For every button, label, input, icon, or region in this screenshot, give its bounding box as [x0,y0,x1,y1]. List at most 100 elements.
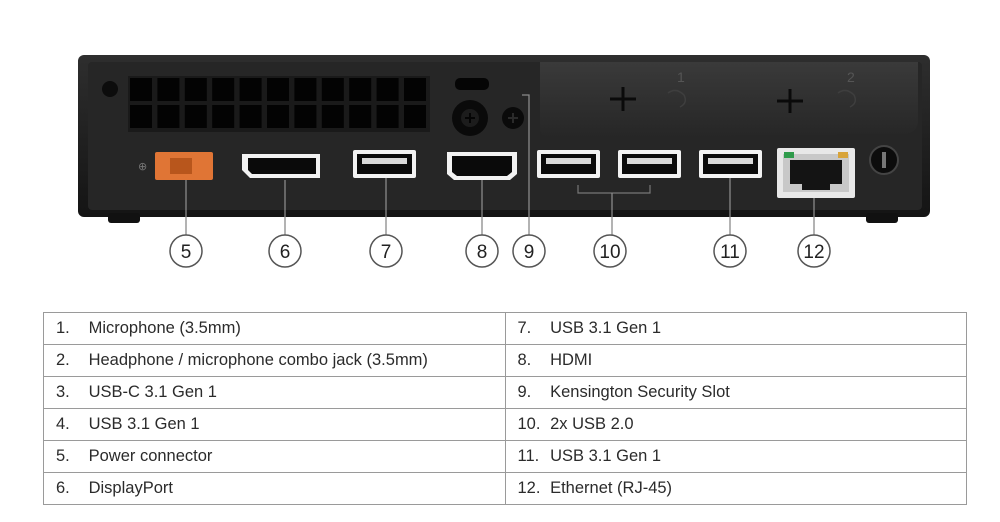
callout-number: 11 [720,242,740,263]
item-label: DisplayPort [88,479,173,497]
item-label: Microphone (3.5mm) [88,319,241,337]
item-number: 2. [56,351,70,369]
vent-cells [130,78,426,128]
item-label: HDMI [550,351,593,369]
vent-slot [294,78,317,101]
vent-slot [184,105,207,128]
usb-2-bracket [577,185,651,194]
table-row: 1. Microphone (3.5mm)7. USB 3.1 Gen 1 [43,312,967,345]
microphone-jack-icon [502,107,524,129]
callout-circle [369,234,403,268]
device-rear-figure: 1 2 ⊕ [78,55,930,268]
table-cell: 7. USB 3.1 Gen 1 [504,312,967,345]
vent-slot [321,78,344,101]
vent-slot [321,105,344,128]
item-number: 9. [517,383,532,401]
table-cell: 10. 2x USB 2.0 [504,408,967,441]
vent-slot [157,105,180,128]
callout-number: 12 [803,242,824,263]
callout-number: 9 [524,242,535,263]
bay-1-label: 1 [677,69,685,85]
ethernet-port [777,148,855,198]
vent-slot [184,78,207,101]
item-number: 8. [517,351,532,369]
callout-circle [268,234,302,268]
callout-circle [169,234,203,268]
item-number: 6. [56,479,70,497]
callout-number: 6 [280,242,291,263]
item-label: USB 3.1 Gen 1 [88,415,200,433]
headphone-jack-icon [452,100,488,136]
vent-slot [239,78,262,101]
plus-icon [610,87,803,113]
vent-slot [376,105,399,128]
table-cell: 2. Headphone / microphone combo jack (3.… [43,344,506,377]
item-number: 12. [517,479,541,497]
table-cell: 1. Microphone (3.5mm) [43,312,506,345]
usb-c-port-icon [455,78,489,90]
callout-circle [797,234,831,268]
item-label: Ethernet (RJ-45) [550,479,673,497]
table-cell: 5. Power connector [43,440,506,473]
vent-slot [130,105,152,128]
table-cell: 4. USB 3.1 Gen 1 [43,408,506,441]
usb-a-port [699,150,762,178]
callout-markers: 5 6 7 8 9 10 11 12 [169,234,831,268]
vent-slot [404,105,426,128]
hdmi-port [447,152,517,180]
vent-slot [212,105,235,128]
vent-slot [267,105,289,128]
usb-2-port [537,150,600,178]
item-label: USB 3.1 Gen 1 [550,447,662,465]
displayport-port [242,154,320,178]
svg-text:⊕: ⊕ [138,160,147,173]
callout-circle [512,234,546,268]
callout-number: 7 [381,242,392,263]
item-label: 2x USB 2.0 [550,415,634,433]
vent-slot [404,78,426,101]
item-number: 4. [56,415,70,433]
callout-number: 5 [181,242,192,263]
vent-slot [212,78,235,101]
table-cell: 6. DisplayPort [43,472,506,505]
item-label: Headphone / microphone combo jack (3.5mm… [88,351,428,369]
callout-number: 8 [477,242,488,263]
table-row: 2. Headphone / microphone combo jack (3.… [43,344,967,377]
usb-2-port [618,150,681,178]
table-cell: 9. Kensington Security Slot [504,376,967,409]
callout-circle [593,234,627,268]
vent-slot [376,78,399,101]
vent-slot [349,78,372,101]
usb-a-port [353,150,416,178]
table-cell: 12. Ethernet (RJ-45) [504,472,967,505]
vent-slot [157,78,180,101]
vent-slot [349,105,372,128]
vent-slot [267,78,289,101]
power-connector-port: ⊕ [138,152,213,180]
callout-number: 10 [599,242,620,263]
item-number: 7. [517,319,532,337]
item-number: 10. [517,415,541,433]
table-cell: 3. USB-C 3.1 Gen 1 [43,376,506,409]
vent-slot [130,78,152,101]
expansion-bay-panel: 1 2 [540,62,918,138]
item-number: 11. [517,447,540,465]
item-number: 5. [56,447,70,465]
vent-slot [239,105,262,128]
kensington-lock-icon [869,145,899,175]
item-label: USB-C 3.1 Gen 1 [88,383,217,401]
bay-2-label: 2 [847,69,855,85]
item-label: Power connector [88,447,213,465]
item-label: Kensington Security Slot [550,383,730,401]
callout-circle [713,234,747,268]
table-cell: 8. HDMI [504,344,967,377]
item-number: 3. [56,383,70,401]
item-number: 1. [56,319,70,337]
table-cell: 11. USB 3.1 Gen 1 [504,440,967,473]
callout-circle [465,234,499,268]
